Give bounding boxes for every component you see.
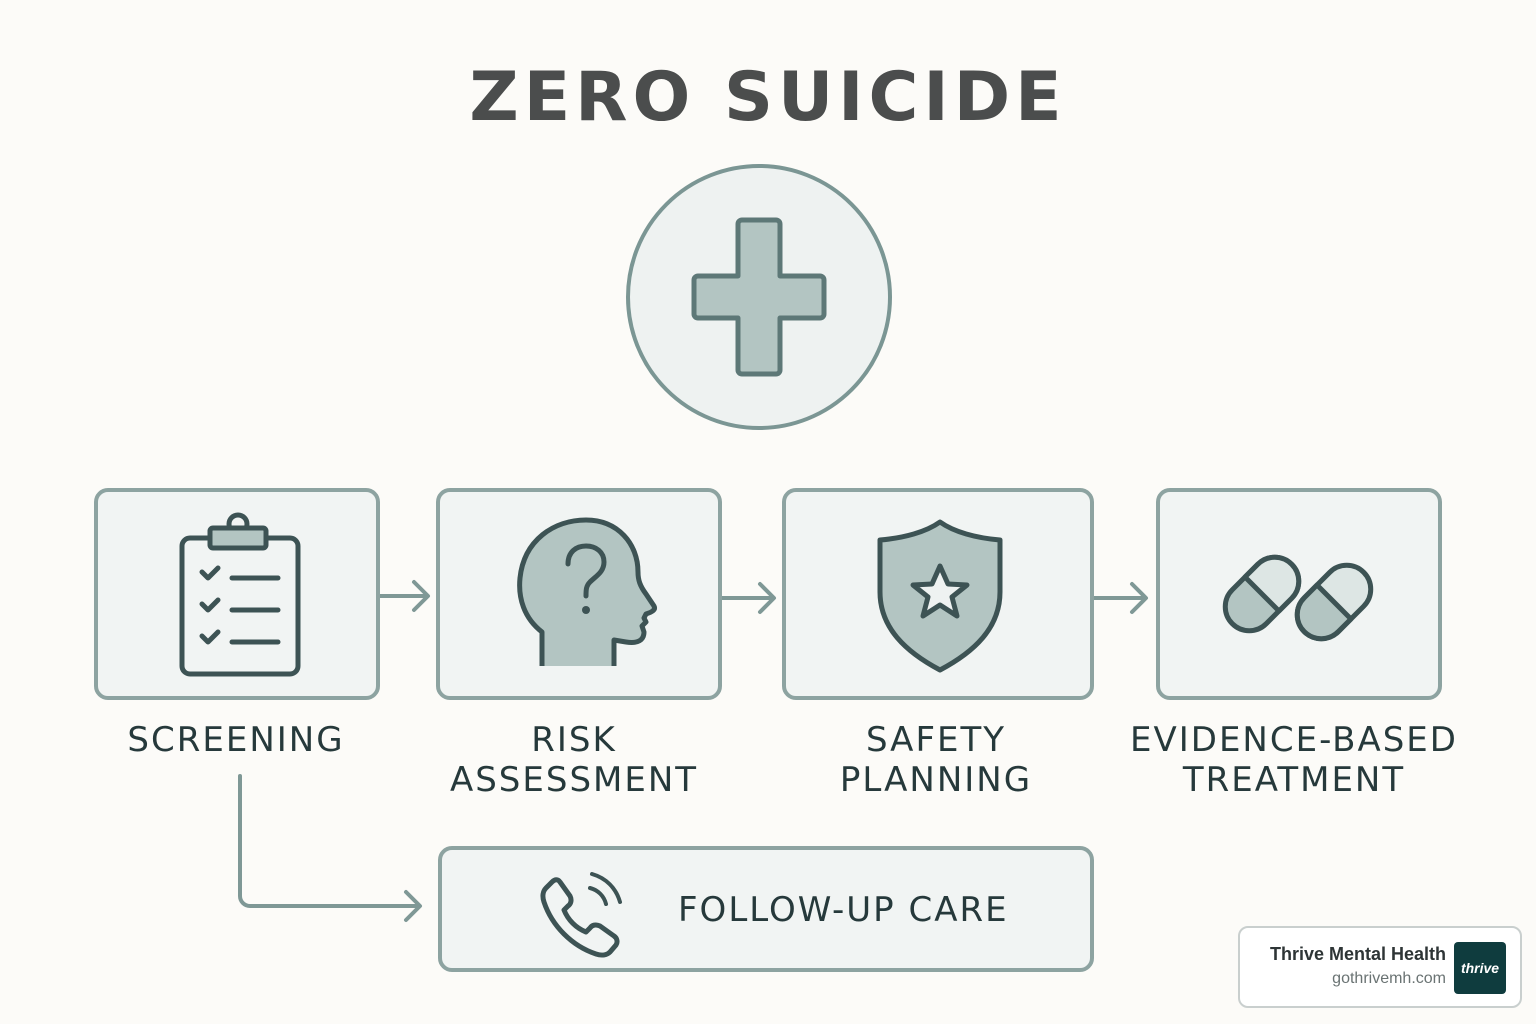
step-box-safety-planning: [782, 488, 1094, 700]
shield-star-icon: [877, 519, 1003, 673]
step-label-evidence-based-treatment: EVIDENCE-BASED TREATMENT: [1124, 720, 1464, 800]
clipboard-checklist-icon: [179, 512, 301, 677]
step-label-screening: SCREENING: [86, 720, 386, 760]
brand-url[interactable]: gothrivemh.com: [1332, 970, 1446, 987]
brand-badge[interactable]: Thrive Mental Health gothrivemh.com thri…: [1238, 926, 1522, 1008]
followup-care-box: FOLLOW-UP CARE: [438, 846, 1094, 972]
followup-care-label: FOLLOW-UP CARE: [678, 890, 1009, 930]
medical-cross-icon: [691, 217, 827, 377]
step-label-line: TREATMENT: [1182, 760, 1406, 800]
step-label-line: RISK: [531, 720, 617, 760]
step-box-risk-assessment: [436, 488, 722, 700]
pills-icon: [1222, 554, 1374, 642]
step-box-evidence-based-treatment: [1156, 488, 1442, 700]
step-label-line: SAFETY: [865, 720, 1007, 760]
page-title: ZERO SUICIDE: [469, 58, 1067, 137]
head-question-icon: [517, 517, 657, 666]
step-label-line: ASSESSMENT: [449, 760, 699, 800]
brand-name: Thrive Mental Health: [1269, 944, 1446, 964]
step-label-line: EVIDENCE-BASED: [1130, 720, 1458, 760]
step-label-risk-assessment: RISK ASSESSMENT: [424, 720, 724, 800]
phone-icon: [540, 872, 622, 958]
step-label-safety-planning: SAFETY PLANNING: [786, 720, 1086, 800]
step-box-screening: [94, 488, 380, 700]
step-label-line: SCREENING: [127, 720, 345, 760]
hub-circle: [626, 164, 892, 430]
brand-logo: thrive: [1454, 942, 1506, 994]
step-label-line: PLANNING: [839, 760, 1033, 800]
